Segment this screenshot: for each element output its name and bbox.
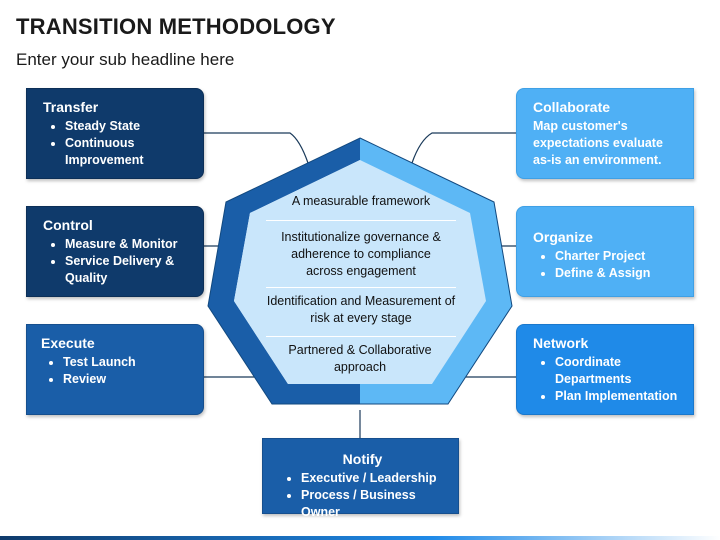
organize-title: Organize xyxy=(533,229,593,245)
control-item: Service Delivery & Quality xyxy=(65,253,191,287)
connector-collaborate xyxy=(411,132,516,164)
center-statement-2: Institutionalize governance & adherence … xyxy=(281,230,441,278)
organize-list: Charter Project Define & Assign xyxy=(533,248,681,282)
collaborate-box: Collaborate Map customer's expectations … xyxy=(516,88,694,179)
center-divider-2 xyxy=(266,287,456,288)
control-list: Measure & Monitor Service Delivery & Qua… xyxy=(43,236,191,287)
organize-box: Organize Charter Project Define & Assign xyxy=(516,206,694,297)
notify-list: Executive / Leadership Process / Busines… xyxy=(279,470,446,521)
center-statement-4: Partnered & Collaborative approach xyxy=(288,343,432,374)
center-statement-3: Identification and Measurement of risk a… xyxy=(266,294,456,325)
notify-box: Notify Executive / Leadership Process / … xyxy=(262,438,459,519)
network-list: Coordinate Departments Plan Implementati… xyxy=(533,354,681,405)
notify-item: Process / Business Owner xyxy=(301,487,446,521)
organize-item: Define & Assign xyxy=(555,265,681,282)
execute-box: Execute Test Launch Review xyxy=(26,324,204,415)
transfer-box: Transfer Steady State Continuous Improve… xyxy=(26,88,204,179)
execute-list: Test Launch Review xyxy=(41,354,191,388)
network-item: Coordinate Departments xyxy=(555,354,681,388)
network-item: Plan Implementation xyxy=(555,388,681,405)
center-statement-1: A measurable framework xyxy=(291,194,431,208)
transfer-item: Continuous Improvement xyxy=(65,135,191,169)
organize-item: Charter Project xyxy=(555,248,681,265)
heptagon xyxy=(207,137,513,405)
collaborate-text: Map customer's expectations evaluate as-… xyxy=(533,119,663,167)
control-title: Control xyxy=(43,217,93,233)
control-box: Control Measure & Monitor Service Delive… xyxy=(26,206,204,297)
page-subtitle: Enter your sub headline here xyxy=(16,50,235,69)
center-divider-3 xyxy=(266,336,456,337)
transfer-list: Steady State Continuous Improvement xyxy=(43,118,191,169)
collaborate-title: Collaborate xyxy=(533,99,611,115)
notify-title: Notify xyxy=(342,451,383,467)
heptagon-face xyxy=(234,160,486,384)
center-divider-1 xyxy=(266,220,456,221)
transfer-title: Transfer xyxy=(43,99,99,115)
execute-item: Test Launch xyxy=(63,354,191,371)
page-title: TRANSITION METHODOLOGY xyxy=(16,14,336,39)
execute-item: Review xyxy=(63,371,191,388)
bottom-accent-bar xyxy=(0,536,720,540)
heptagon-border-dark xyxy=(208,138,360,404)
notify-item: Executive / Leadership xyxy=(301,470,446,487)
control-item: Measure & Monitor xyxy=(65,236,191,253)
transfer-item: Steady State xyxy=(65,118,191,135)
connector-transfer xyxy=(204,132,309,164)
execute-title: Execute xyxy=(41,335,95,351)
network-title: Network xyxy=(533,335,589,351)
network-box: Network Coordinate Departments Plan Impl… xyxy=(516,324,694,415)
